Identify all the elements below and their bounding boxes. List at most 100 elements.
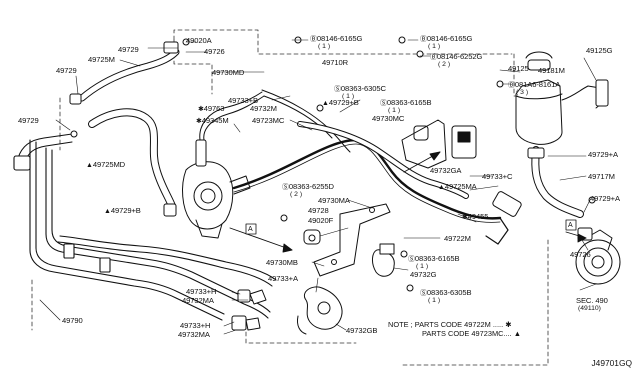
section-reference-code: (49110) (578, 305, 601, 312)
bolt-08146-6165g-a: Ⓑ08146-6165G (310, 34, 363, 43)
section-label-a-left: A (248, 226, 253, 233)
callout-49763: ✱49763 (198, 104, 225, 113)
callout-49732gb: 49732GB (346, 326, 378, 335)
fittings (70, 36, 596, 292)
bolt-081a6-8161a: Ⓑ081A6-8161A (508, 80, 561, 89)
cooler-tube-49790 (13, 133, 277, 321)
callout-49020f: 49020F (308, 216, 334, 225)
callout-49733a: 49733+A (268, 274, 298, 283)
star-icon: ✱ (462, 214, 468, 221)
callout-49732ma-lower: 49732MA (178, 330, 210, 339)
triangle-icon: ▲ (86, 162, 93, 169)
arrows (229, 151, 587, 253)
bolt-qty: ( 1 ) (428, 43, 441, 50)
callout-49732ga: 49732GA (430, 166, 462, 175)
callout-49729a-lower: 49729+A (590, 194, 620, 203)
reservoir-49181m (515, 51, 609, 145)
bolt-qty: ( 1 ) (416, 263, 429, 270)
screw-s-icon: Ⓢ (334, 86, 341, 93)
callout-49710r: 49710R (322, 58, 349, 67)
bolt-08363-6165b-a: Ⓢ08363-6165B (380, 98, 432, 107)
screw-s-icon: Ⓢ (420, 290, 427, 297)
callout-49725md: ▲49725MD (86, 160, 126, 169)
callout-49729a: 49729+A (588, 150, 618, 159)
pump-assembly-sec490 (575, 227, 621, 285)
bolt-qty: ( 1 ) (318, 43, 331, 50)
callout-49717m: 49717M (588, 172, 615, 181)
screw-s-icon: Ⓢ (380, 100, 387, 107)
callout-49730md: 49730MD (212, 68, 245, 77)
section-marker-a-left (245, 223, 257, 235)
callout-49732ma-upper: 49732MA (182, 296, 214, 305)
screw-s-icon: Ⓢ (408, 256, 415, 263)
callout-49722m: 49722M (444, 234, 471, 243)
callout-49729b: ▲49729+B (104, 206, 141, 215)
bolt-08363-6305b: Ⓢ08363-6305B (420, 288, 472, 297)
section-reference: SEC. 490 (576, 296, 608, 305)
callout-49729-left: 49729 (56, 66, 77, 75)
clamp-49732g (372, 243, 395, 277)
bolt-08363-6165b-b: Ⓢ08363-6165B (408, 254, 460, 263)
bolt-08146-6252g: Ⓑ08146-6252G (430, 52, 483, 61)
bolt-b-icon: Ⓑ (310, 36, 317, 43)
bolt-08363-6305c: Ⓢ08363-6305C (334, 84, 386, 93)
callout-49729: 49729 (118, 45, 139, 54)
triangle-icon: ▲ (104, 208, 111, 215)
callout-49020a: 49020A (186, 36, 212, 45)
hose-49725md (88, 108, 177, 217)
bolt-qty: ( 2 ) (290, 191, 303, 198)
star-icon: ✱ (196, 118, 202, 125)
bolt-qty: ( 1 ) (388, 107, 401, 114)
clip-49733h (231, 289, 267, 331)
return-hose-49725ma (297, 121, 469, 199)
callout-49725ma: ▲49725MA (438, 182, 477, 191)
callout-49725m: 49725M (88, 55, 115, 64)
bolt-08363-6255d: Ⓢ08363-6255D (282, 182, 334, 191)
callout-49728: 49728 (308, 206, 329, 215)
callout-49181m: 49181M (538, 66, 565, 75)
callout-49733h-lower: 49733+H (180, 321, 211, 330)
callout-49726: 49726 (204, 47, 225, 56)
hose-49717m (527, 146, 584, 218)
hose-49725m (69, 41, 180, 105)
bolt-b-icon: Ⓑ (420, 36, 427, 43)
bolt-qty: ( 1 ) (342, 93, 355, 100)
section-marker-a-right (565, 219, 577, 231)
bracket-49732ga (401, 119, 477, 169)
triangle-icon: ▲ (322, 100, 329, 107)
power-steering-pump (182, 91, 265, 239)
callout-49733h-upper: 49733+H (186, 287, 217, 296)
triangle-icon: ▲ (438, 184, 445, 191)
bolt-08146-6165g-b: Ⓑ08146-6165G (420, 34, 473, 43)
section-label-a-right: A (568, 222, 573, 229)
screw-s-icon: Ⓢ (282, 184, 289, 191)
callout-49732g: 49732G (410, 270, 437, 279)
bolt-b-icon: Ⓑ (430, 54, 437, 61)
callout-49455: ✱49455 (462, 212, 489, 221)
diagram-id: J49701GQ (591, 358, 632, 368)
bolt-qty: ( 1 ) (428, 297, 441, 304)
callout-49730mb: 49730MB (266, 258, 298, 267)
bolt-b-icon: Ⓑ (508, 82, 515, 89)
leader-lines (39, 39, 597, 335)
note-line-1: NOTE ; PARTS CODE 49722M ..... ✱ (388, 320, 512, 329)
clamp-49732gb (297, 286, 343, 335)
callout-49732m: 49732M (250, 104, 277, 113)
bolt-qty: ( 3 ) (516, 89, 529, 96)
callout-49790: 49790 (62, 316, 83, 325)
note-line-2: PARTS CODE 49723MC.... ▲ (422, 329, 522, 338)
callout-49730ma: 49730MA (318, 196, 350, 205)
callout-49345m: ✱49345M (196, 116, 229, 125)
callout-49733c: 49733+C (482, 172, 513, 181)
callout-49723mc: 49723MC (252, 116, 285, 125)
callout-49733b: 49733+B (228, 96, 258, 105)
callout-49726-right: 49726 (570, 250, 591, 259)
callout-49125g: 49125G (586, 46, 613, 55)
star-icon: ✱ (198, 106, 204, 113)
callout-49729-left2: 49729 (18, 116, 39, 125)
bolt-qty: ( 2 ) (438, 61, 451, 68)
callout-49125: 49125 (508, 64, 529, 73)
callout-49729b-mid: ▲49729+B (322, 98, 359, 107)
